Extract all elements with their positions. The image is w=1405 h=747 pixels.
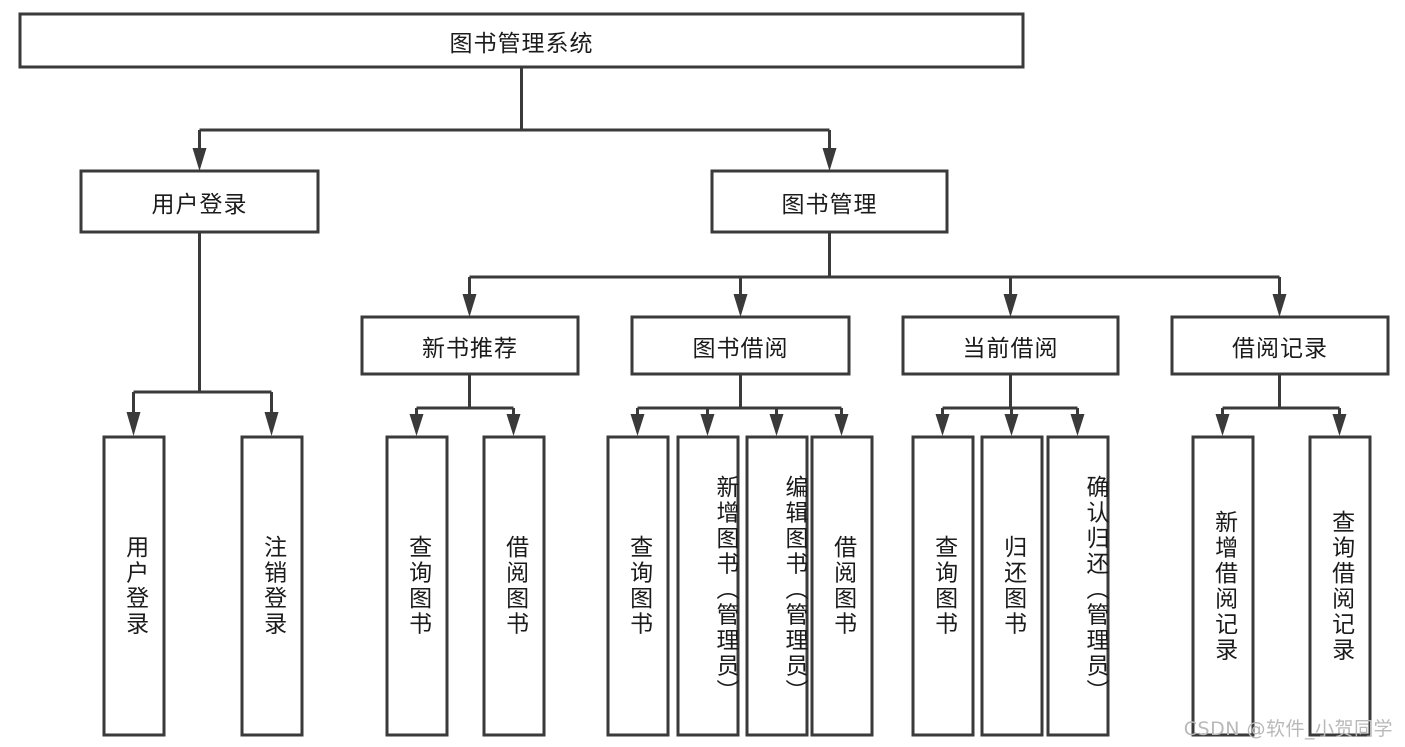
- connectors-group: [126, 67, 1347, 436]
- arrowhead-nb-query-book: [409, 414, 424, 436]
- node-box-new-book-recommend[interactable]: [360, 315, 580, 376]
- leaf-box-logout[interactable]: [240, 435, 304, 737]
- nodes-group: [18, 12, 1390, 737]
- arrowhead-cb-query-book: [935, 414, 950, 436]
- leaf-box-bb-borrow-book[interactable]: [810, 435, 874, 737]
- arrowhead-book-borrow: [733, 294, 748, 317]
- arrowhead-borrow-record: [1272, 294, 1287, 317]
- arrowhead-user-login: [192, 148, 207, 171]
- arrowhead-new-book: [462, 294, 477, 317]
- arrowhead-cb-return-book: [1004, 414, 1019, 436]
- csdn-watermark: CSDN @软件_小贺同学: [1183, 718, 1393, 740]
- leaf-box-bb-edit-book[interactable]: [745, 435, 809, 737]
- arrowhead-nb-borrow-book: [506, 414, 521, 436]
- leaf-box-cb-return-book[interactable]: [980, 435, 1044, 737]
- leaf-box-br-query-record[interactable]: [1308, 435, 1372, 737]
- leaf-box-br-add-record[interactable]: [1191, 435, 1255, 737]
- node-box-book-borrow[interactable]: [630, 315, 851, 376]
- node-box-user-login[interactable]: [79, 169, 320, 234]
- leaf-box-user-login[interactable]: [102, 435, 166, 737]
- arrowhead-leaf-logout: [264, 412, 279, 436]
- arrowhead-leaf-user-login: [126, 412, 141, 436]
- node-box-current-borrow[interactable]: [901, 315, 1120, 376]
- leaf-box-cb-confirm-return[interactable]: [1046, 435, 1110, 737]
- arrowhead-bb-borrow-book: [834, 414, 849, 436]
- arrowhead-bb-edit-book: [769, 414, 784, 436]
- arrowhead-cb-confirm-return: [1070, 414, 1085, 436]
- leaf-box-nb-query-book[interactable]: [385, 435, 449, 737]
- leaf-box-nb-borrow-book[interactable]: [482, 435, 546, 737]
- arrowhead-bb-query-book: [630, 414, 645, 436]
- node-box-borrow-record[interactable]: [1170, 315, 1390, 376]
- leaf-box-cb-query-book[interactable]: [911, 435, 975, 737]
- arrowhead-current-borrow: [1003, 294, 1018, 317]
- node-box-root[interactable]: [18, 12, 1025, 69]
- node-box-book-management[interactable]: [710, 169, 949, 234]
- leaf-box-bb-add-book[interactable]: [676, 435, 740, 737]
- arrowhead-br-query-record: [1332, 414, 1347, 436]
- arrowhead-br-add-record: [1215, 414, 1230, 436]
- arrowhead-bb-add-book: [700, 414, 715, 436]
- arrowhead-book-manage: [822, 148, 837, 171]
- leaf-box-bb-query-book[interactable]: [606, 435, 670, 737]
